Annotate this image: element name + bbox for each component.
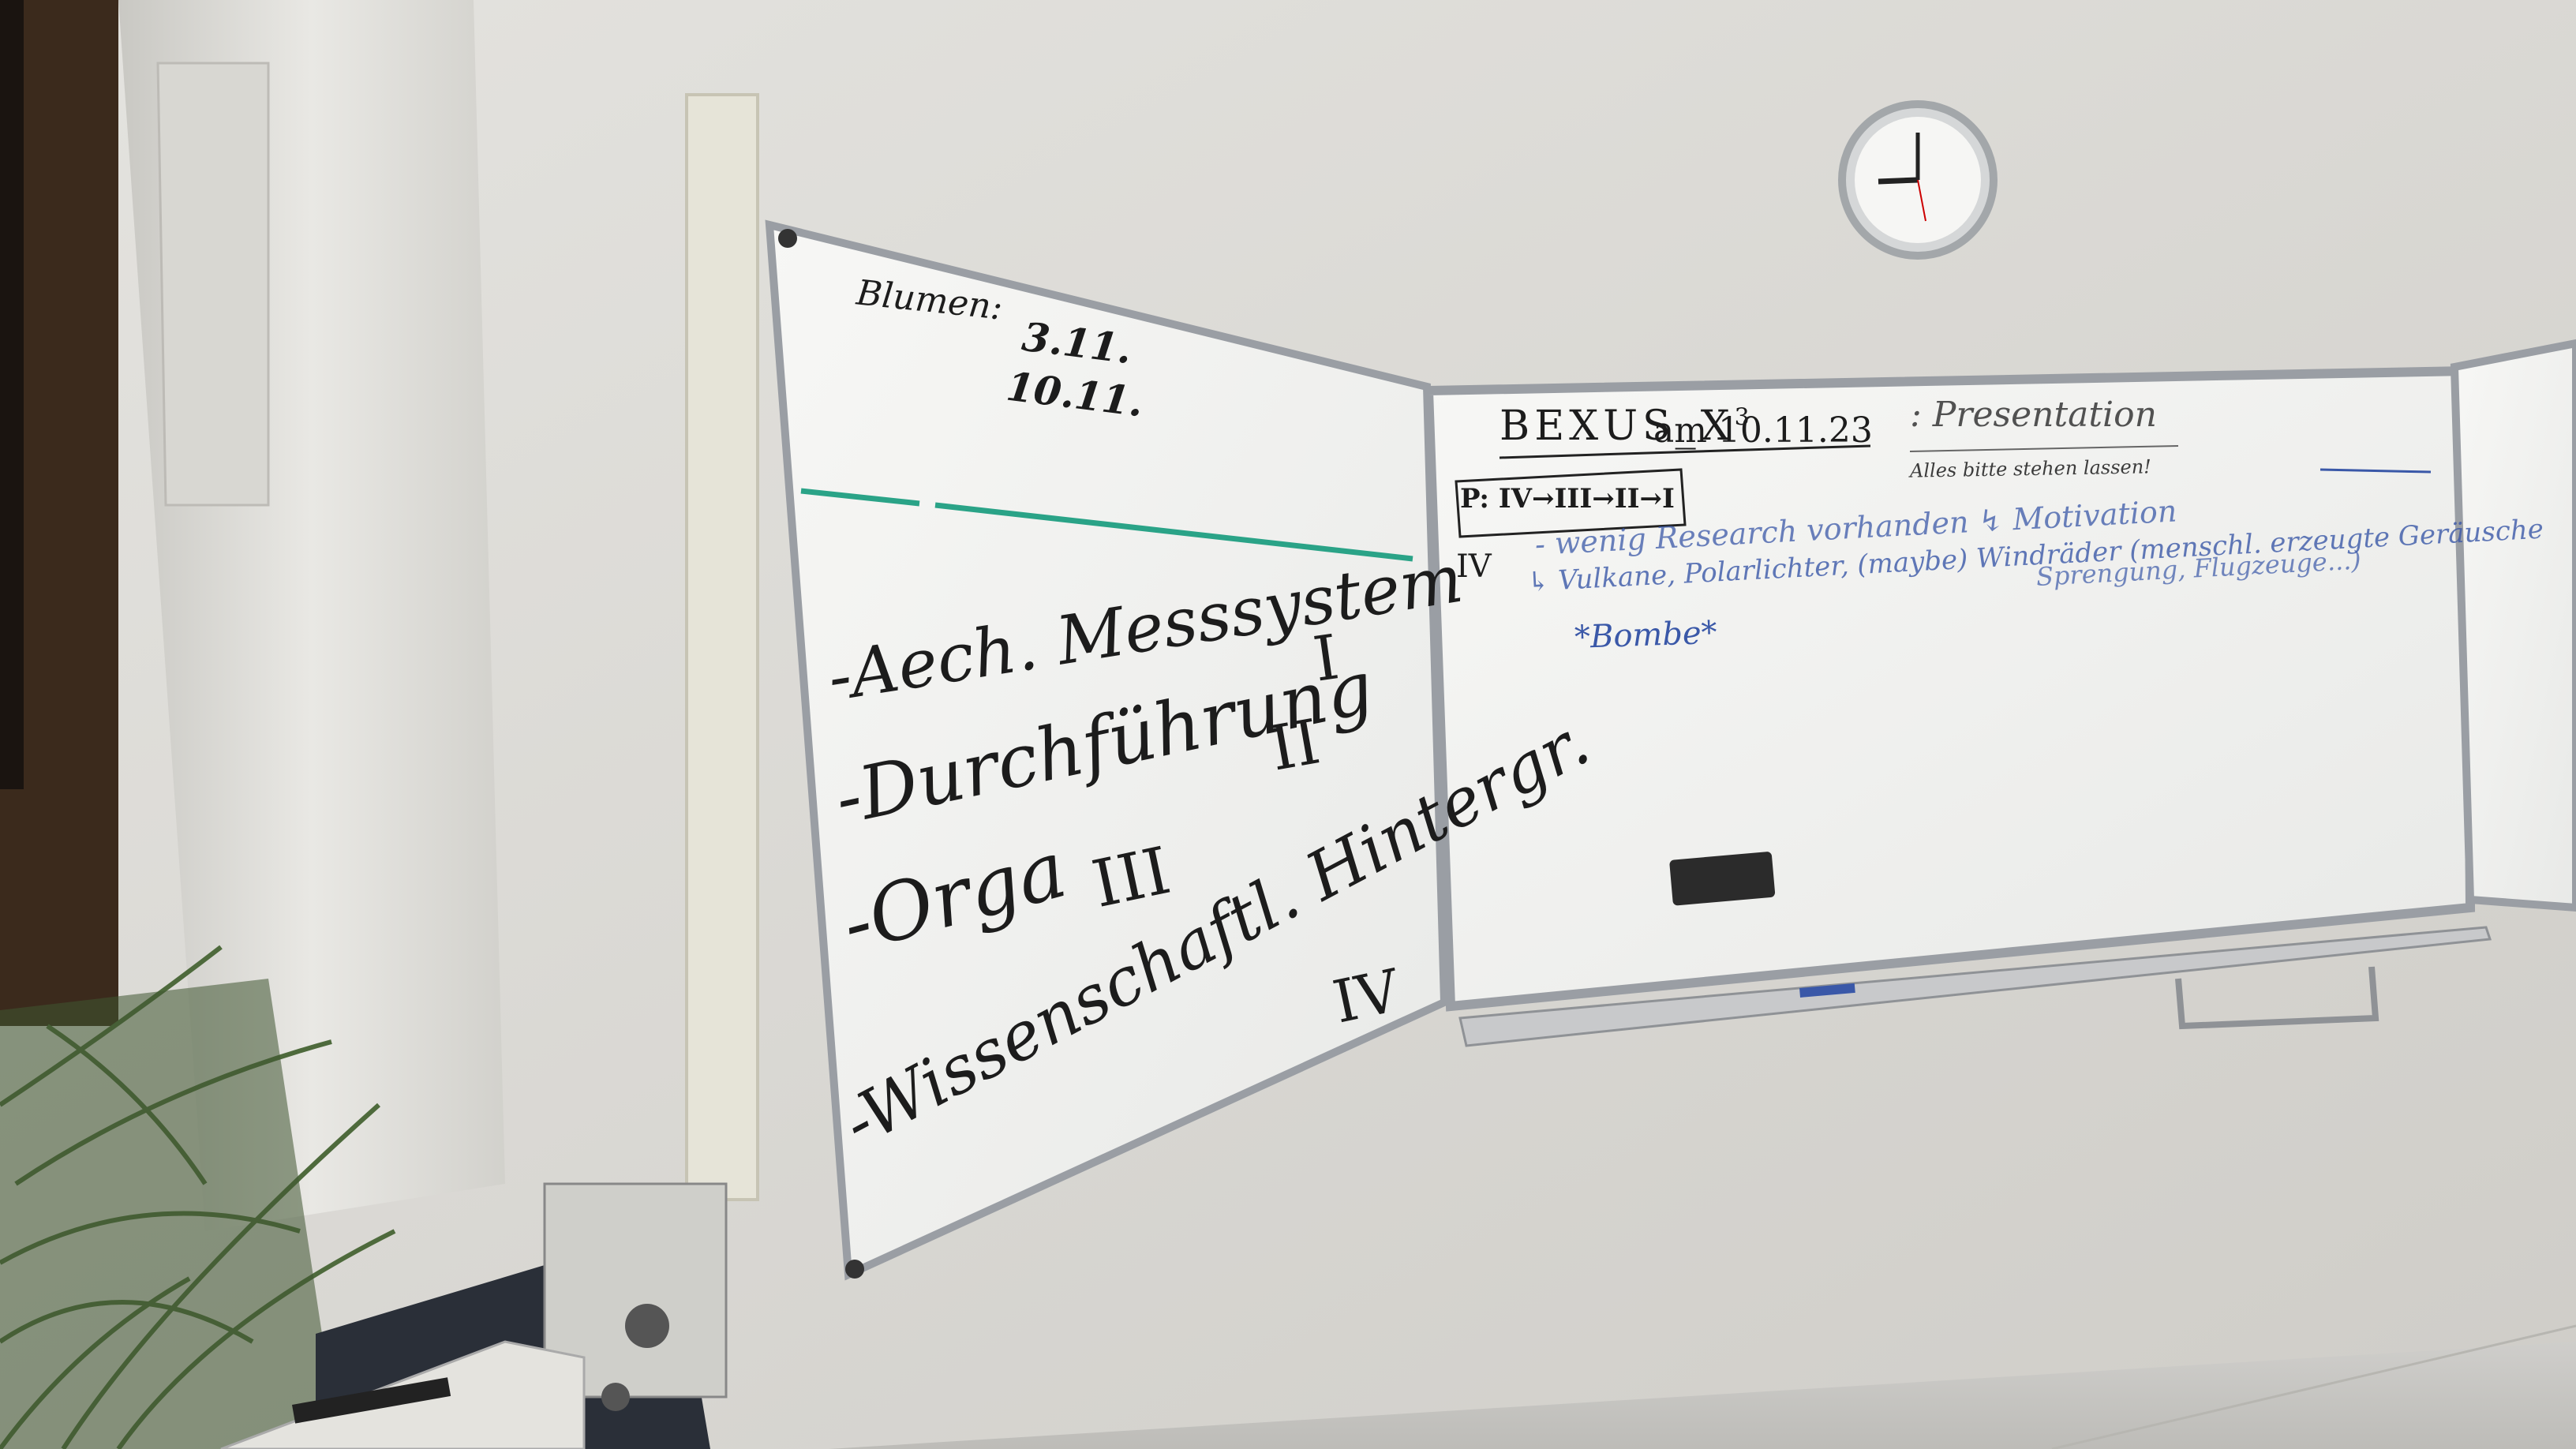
lab-equipment [220,1182,728,1449]
bexus-title-superscript: 3 [1734,403,1754,432]
bexus-title: BEXUS_X3 [1500,402,1754,450]
right-whiteboard [2450,339,2576,912]
bexus-date: am 10.11.23 [1653,410,1873,451]
item-4-numeral: IV [1327,957,1406,1037]
wall-clock [1838,100,1998,260]
presentation-label: : Presentation [1910,395,2157,435]
presentation-note: Alles bitte stehen lassen! [1909,455,2152,482]
door-frame [685,93,759,1201]
bexus-title-text: BEXUS_X [1500,402,1735,450]
floor [829,1342,2576,1449]
green-marker-line [800,488,1413,562]
item-3-numeral: III [1086,833,1178,923]
center-whiteboard [1423,365,2476,1012]
section-numeral: IV [1456,549,1492,585]
note-line-4: *Bombe* [1574,614,1718,656]
marker-tray [1458,926,2492,1047]
order-box-text: P: IV→III→II→I [1460,483,1675,515]
left-whiteboard [765,219,1449,1281]
eraser [1669,852,1776,906]
